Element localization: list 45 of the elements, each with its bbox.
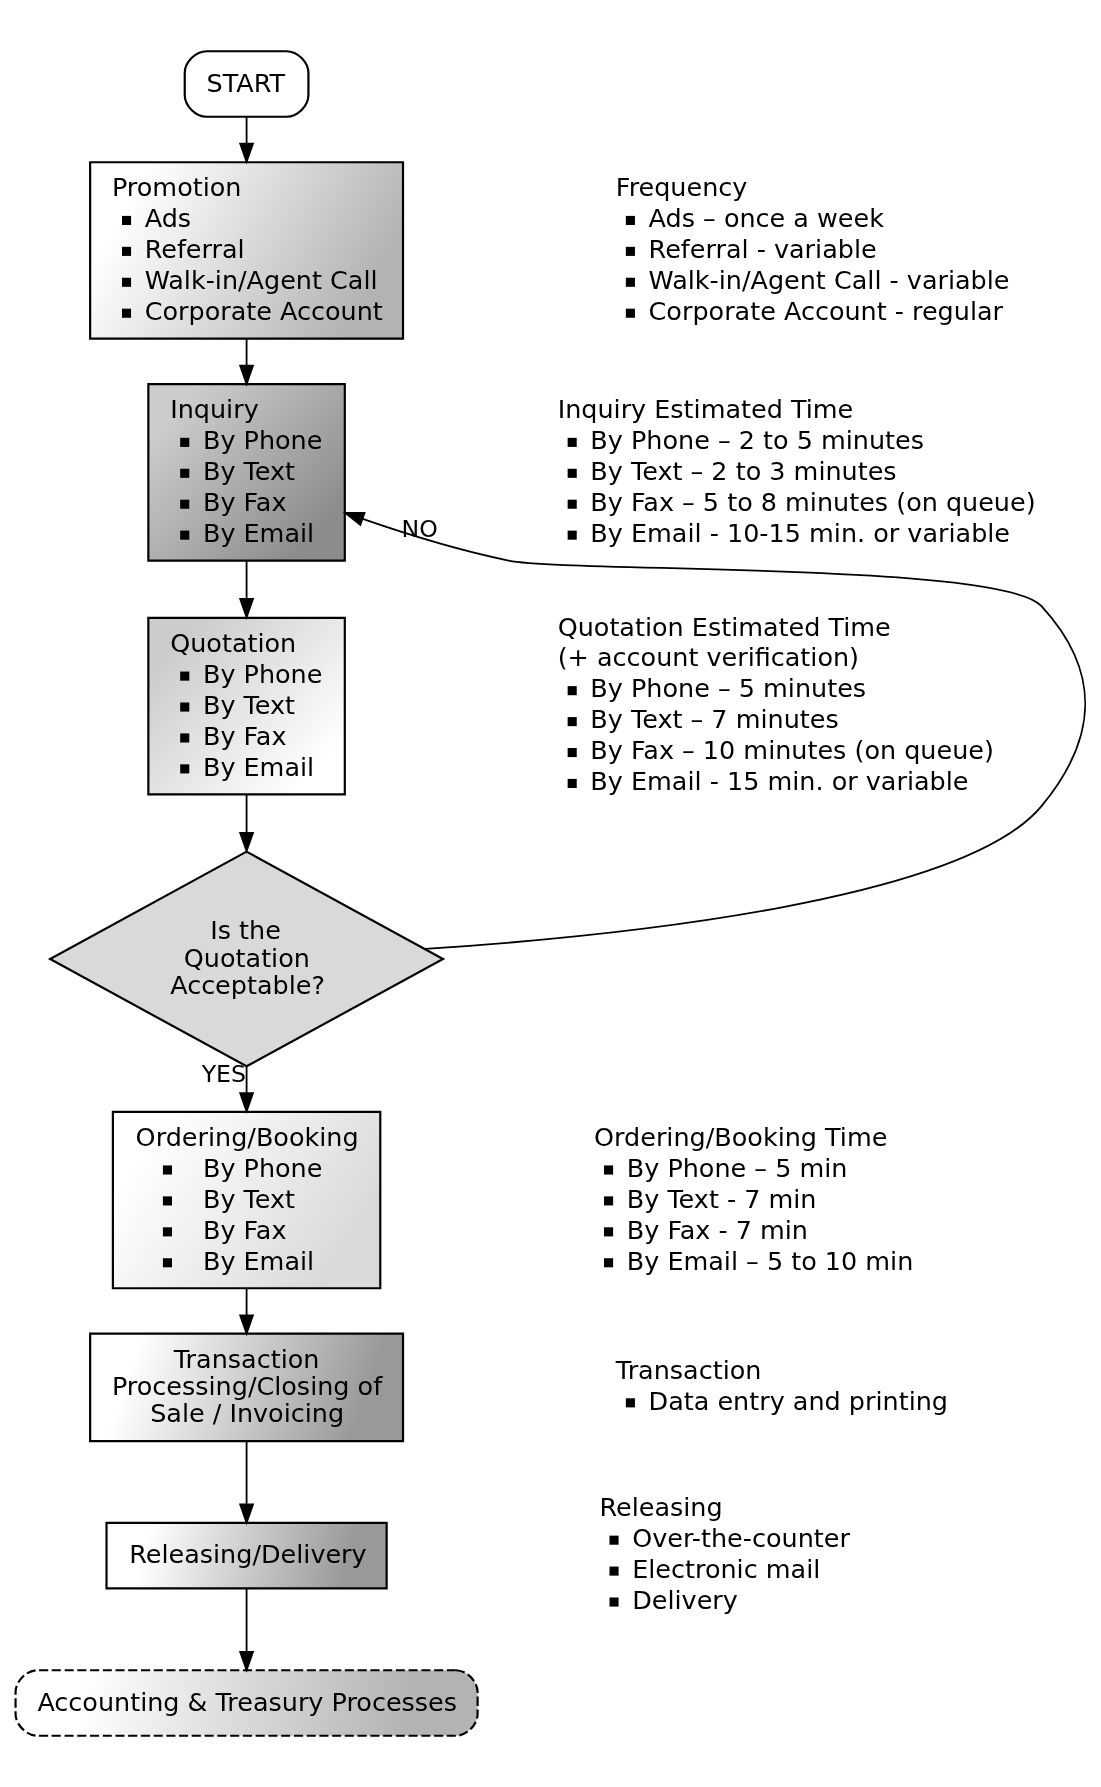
arrow <box>238 1287 255 1337</box>
arrow <box>238 560 255 620</box>
node-box: Transaction Processing/Closing of Sale / Invoicing <box>89 1332 405 1443</box>
label: By Email - 15 min. or variable <box>590 766 969 797</box>
node-box: Accounting & Treasury Processes <box>14 1669 479 1737</box>
label: Corporate Account - regular <box>648 295 1004 326</box>
label: Delivery <box>632 1584 738 1615</box>
label: By Phone – 5 min <box>626 1152 848 1183</box>
node-box: Releasing/Delivery <box>105 1521 388 1590</box>
label: Ordering/Booking Time <box>594 1121 888 1152</box>
label: By Email - 10-15 min. or variable <box>590 517 1011 548</box>
arrow <box>238 1440 255 1526</box>
label: By Fax – 5 to 8 minutes (on queue) <box>590 486 1036 517</box>
arrow <box>238 116 255 165</box>
label: Releasing <box>599 1491 723 1522</box>
arrow <box>238 338 255 387</box>
label: By Text – 2 to 3 minutes <box>590 456 897 487</box>
label: By Text - 7 min <box>626 1183 817 1214</box>
arrow <box>238 793 255 854</box>
node-box: Ordering/Booking By Phone By Text By Fax By Email <box>111 1110 382 1290</box>
label: By Fax – 10 minutes (on queue) <box>590 735 994 766</box>
arrow <box>238 1066 255 1115</box>
label: Inquiry Estimated Time <box>557 394 854 425</box>
label: Over-the-counter <box>632 1522 850 1553</box>
arrow <box>238 1587 255 1673</box>
label: By Email – 5 to 10 min <box>626 1245 914 1276</box>
label: Frequency <box>615 172 748 203</box>
node-box: START <box>183 50 310 118</box>
node-box: Promotion Ads Referral Walk-in/Agent Call Corporate Account <box>89 161 405 340</box>
label: Transaction <box>615 1354 762 1385</box>
label: By Fax - 7 min <box>626 1214 808 1245</box>
label: By Phone – 5 minutes <box>590 673 867 704</box>
label: By Phone – 2 to 5 minutes <box>590 425 925 456</box>
arrow <box>342 511 1087 950</box>
node-box: Quotation By Phone By Text By Fax By Email <box>147 616 346 796</box>
label: Data entry and printing <box>648 1385 948 1416</box>
label: By Text – 7 minutes <box>590 704 839 735</box>
label: Ads – once a week <box>648 203 884 234</box>
label: Electronic mail <box>632 1553 821 1584</box>
label: Referral - variable <box>648 234 877 265</box>
label: Walk-in/Agent Call - variable <box>648 265 1010 296</box>
label: Quotation Estimated Time <box>557 611 891 642</box>
node-box: Inquiry By Phone By Text By Fax By Email <box>147 383 346 562</box>
label: (+ account verification) <box>557 642 860 673</box>
edge-label: NO <box>401 514 438 543</box>
